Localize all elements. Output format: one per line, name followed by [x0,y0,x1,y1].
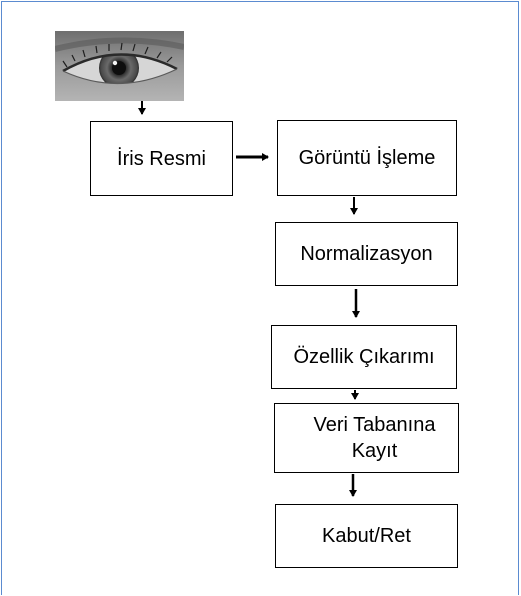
step-iris-image-label: İris Resmi [117,147,206,170]
step-accept-reject-label: Kabut/Ret [322,525,411,547]
step-iris-image: İris Resmi [90,121,233,196]
step-accept-reject: Kabut/Ret [275,504,458,568]
step-normalization: Normalizasyon [275,222,458,286]
step-image-processing-label: Görüntü İşleme [298,147,436,169]
step-image-processing: Görüntü İşleme [277,120,457,196]
step-normalization-label: Normalizasyon [300,243,433,265]
step-feature-extraction-label: Özellik Çıkarımı [293,346,435,368]
eye-photo [55,31,184,101]
step-database-record: Veri Tabanına Kayıt [274,403,459,473]
step-database-record-label: Veri Tabanına Kayıt [313,414,436,462]
step-feature-extraction: Özellik Çıkarımı [271,325,457,389]
